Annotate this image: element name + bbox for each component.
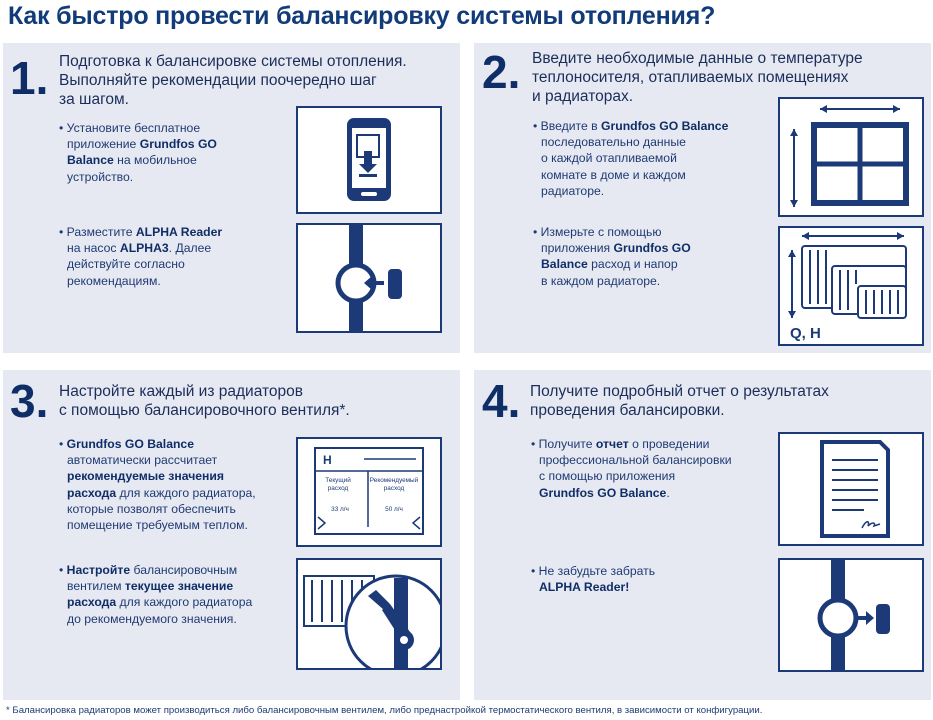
bullet-line: которые позволят обеспечить (67, 501, 236, 516)
bullet-install-app: • Установите бесплатное приложение Grundf… (59, 120, 217, 185)
svg-text:расход: расход (384, 485, 405, 492)
radiators-qh-icon: Q, H (778, 226, 924, 346)
bullet-line: до рекомендуемого значения. (67, 611, 237, 626)
step-number: 2. (482, 46, 521, 98)
flow-table-icon: H Текущий расход Рекомендуемый расход 33… (296, 437, 442, 547)
bullet-get-report: • Получите отчет о проведении профессиона… (531, 436, 732, 501)
bullet-line: действуйте согласно (67, 257, 185, 272)
bullet-auto-calc: • Grundfos GO Balance автоматически рассч… (59, 436, 256, 533)
pipe-pump-reader-icon (778, 558, 924, 672)
bullet-line: расхода для каждого радиатора, (67, 485, 256, 500)
svg-text:Текущий: Текущий (325, 476, 351, 484)
bullet-line: Grundfos GO Balance. (539, 485, 670, 500)
footnote: * Балансировка радиаторов может производ… (6, 705, 763, 716)
svg-text:33 л/ч: 33 л/ч (331, 506, 349, 513)
bullet-line: • Измерьте с помощью (533, 225, 662, 239)
step-2-panel: 2. Введите необходимые данные о температ… (474, 43, 931, 353)
bullet-line: • Grundfos GO Balance (59, 437, 194, 451)
svg-text:50 л/ч: 50 л/ч (385, 506, 403, 513)
pipe-pump-reader-icon (296, 223, 442, 333)
bullet-line: ALPHA Reader! (539, 580, 630, 595)
svg-text:расход: расход (328, 485, 349, 492)
bullet-line: о каждой отапливаемой (541, 151, 677, 166)
step-heading: Подготовка к балансировке системы отопле… (59, 53, 407, 108)
bullet-line: Balance расход и напор (541, 257, 678, 272)
bullet-line: приложение Grundfos GO (67, 137, 217, 152)
bullet-line: рекомендуемые значения (67, 469, 225, 484)
bullet-line: рекомендациям. (67, 273, 161, 288)
bullet-line: • Введите в Grundfos GO Balance (533, 119, 729, 133)
bullet-line: в каждом радиаторе. (541, 273, 661, 288)
step-4-panel: 4. Получите подробный отчет о результата… (474, 370, 931, 700)
bullet-line: комнате в доме и каждом (541, 167, 686, 182)
bullet-line: Balance на мобильное (67, 153, 197, 168)
bullet-line: на насос ALPHA3. Далее (67, 241, 212, 256)
page-title: Как быстро провести балансировку системы… (8, 2, 716, 30)
bullet-line: • Разместите ALPHA Reader (59, 225, 223, 239)
bullet-measure: • Измерьте с помощью приложения Grundfos … (533, 224, 691, 289)
step-number: 3. (10, 375, 49, 427)
bullet-line: автоматически рассчитает (67, 453, 218, 468)
bullet-line: расхода для каждого радиатора (67, 595, 253, 610)
table-header-h: H (323, 453, 332, 467)
bullet-line: вентилем текущее значение (67, 579, 234, 594)
radiator-qh-label: Q, H (790, 325, 821, 342)
signed-report-icon (778, 432, 924, 546)
radiator-wrench-icon (296, 558, 442, 670)
step-number: 4. (482, 375, 521, 427)
bullet-line: радиаторе. (541, 183, 605, 198)
bullet-line: • Установите бесплатное (59, 121, 201, 135)
bullet-line: последовательно данные (541, 135, 686, 150)
bullet-line: • Настройте балансировочным (59, 563, 238, 577)
bullet-line: с помощью приложения (539, 469, 676, 484)
step-heading: Введите необходимые данные о температуре… (532, 50, 863, 105)
step-1-panel: 1. Подготовка к балансировке системы ото… (3, 43, 460, 353)
bullet-line: устройство. (67, 169, 134, 184)
phone-download-icon (296, 106, 442, 214)
window-dimensions-icon (778, 97, 924, 217)
bullet-line: • Не забудьте забрать (531, 564, 656, 578)
bullet-line: приложения Grundfos GO (541, 241, 691, 256)
step-number: 1. (10, 52, 49, 104)
svg-text:Рекомендуемый: Рекомендуемый (370, 476, 419, 484)
bullet-line: профессиональной балансировки (539, 453, 732, 468)
bullet-enter-data: • Введите в Grundfos GO Balance последова… (533, 118, 728, 199)
bullet-place-reader: • Разместите ALPHA Reader на насос ALPHA3… (59, 224, 222, 289)
bullet-adjust-valve: • Настройте балансировочным вентилем теку… (59, 562, 252, 627)
bullet-line: • Получите отчет о проведении (531, 437, 710, 451)
bullet-line: помещение требуемым теплом. (67, 518, 248, 533)
